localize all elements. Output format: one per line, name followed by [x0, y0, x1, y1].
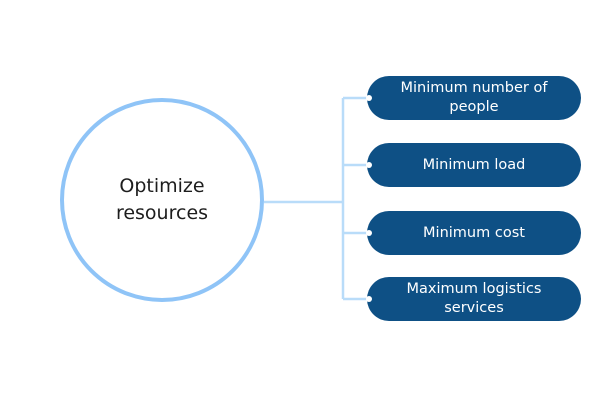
option-pill-2: Minimum load: [367, 143, 581, 187]
option-pill-1: Minimum number of people: [367, 76, 581, 120]
option-label-3: Minimum cost: [423, 224, 525, 241]
option-pill-4: Maximum logistics services: [367, 277, 581, 321]
connector-dot-4: [366, 296, 372, 302]
option-label-4: Maximum logistics services: [406, 281, 542, 316]
connector-dot-1: [366, 95, 372, 101]
option-label-1: Minimum number of people: [400, 80, 548, 115]
center-label: Optimize resources: [115, 175, 209, 224]
option-pill-3: Minimum cost: [367, 211, 581, 255]
option-label-2: Minimum load: [422, 156, 526, 173]
connector-dot-2: [366, 162, 372, 168]
connector-dot-3: [366, 230, 372, 236]
center-circle: Optimize resources: [60, 98, 264, 302]
